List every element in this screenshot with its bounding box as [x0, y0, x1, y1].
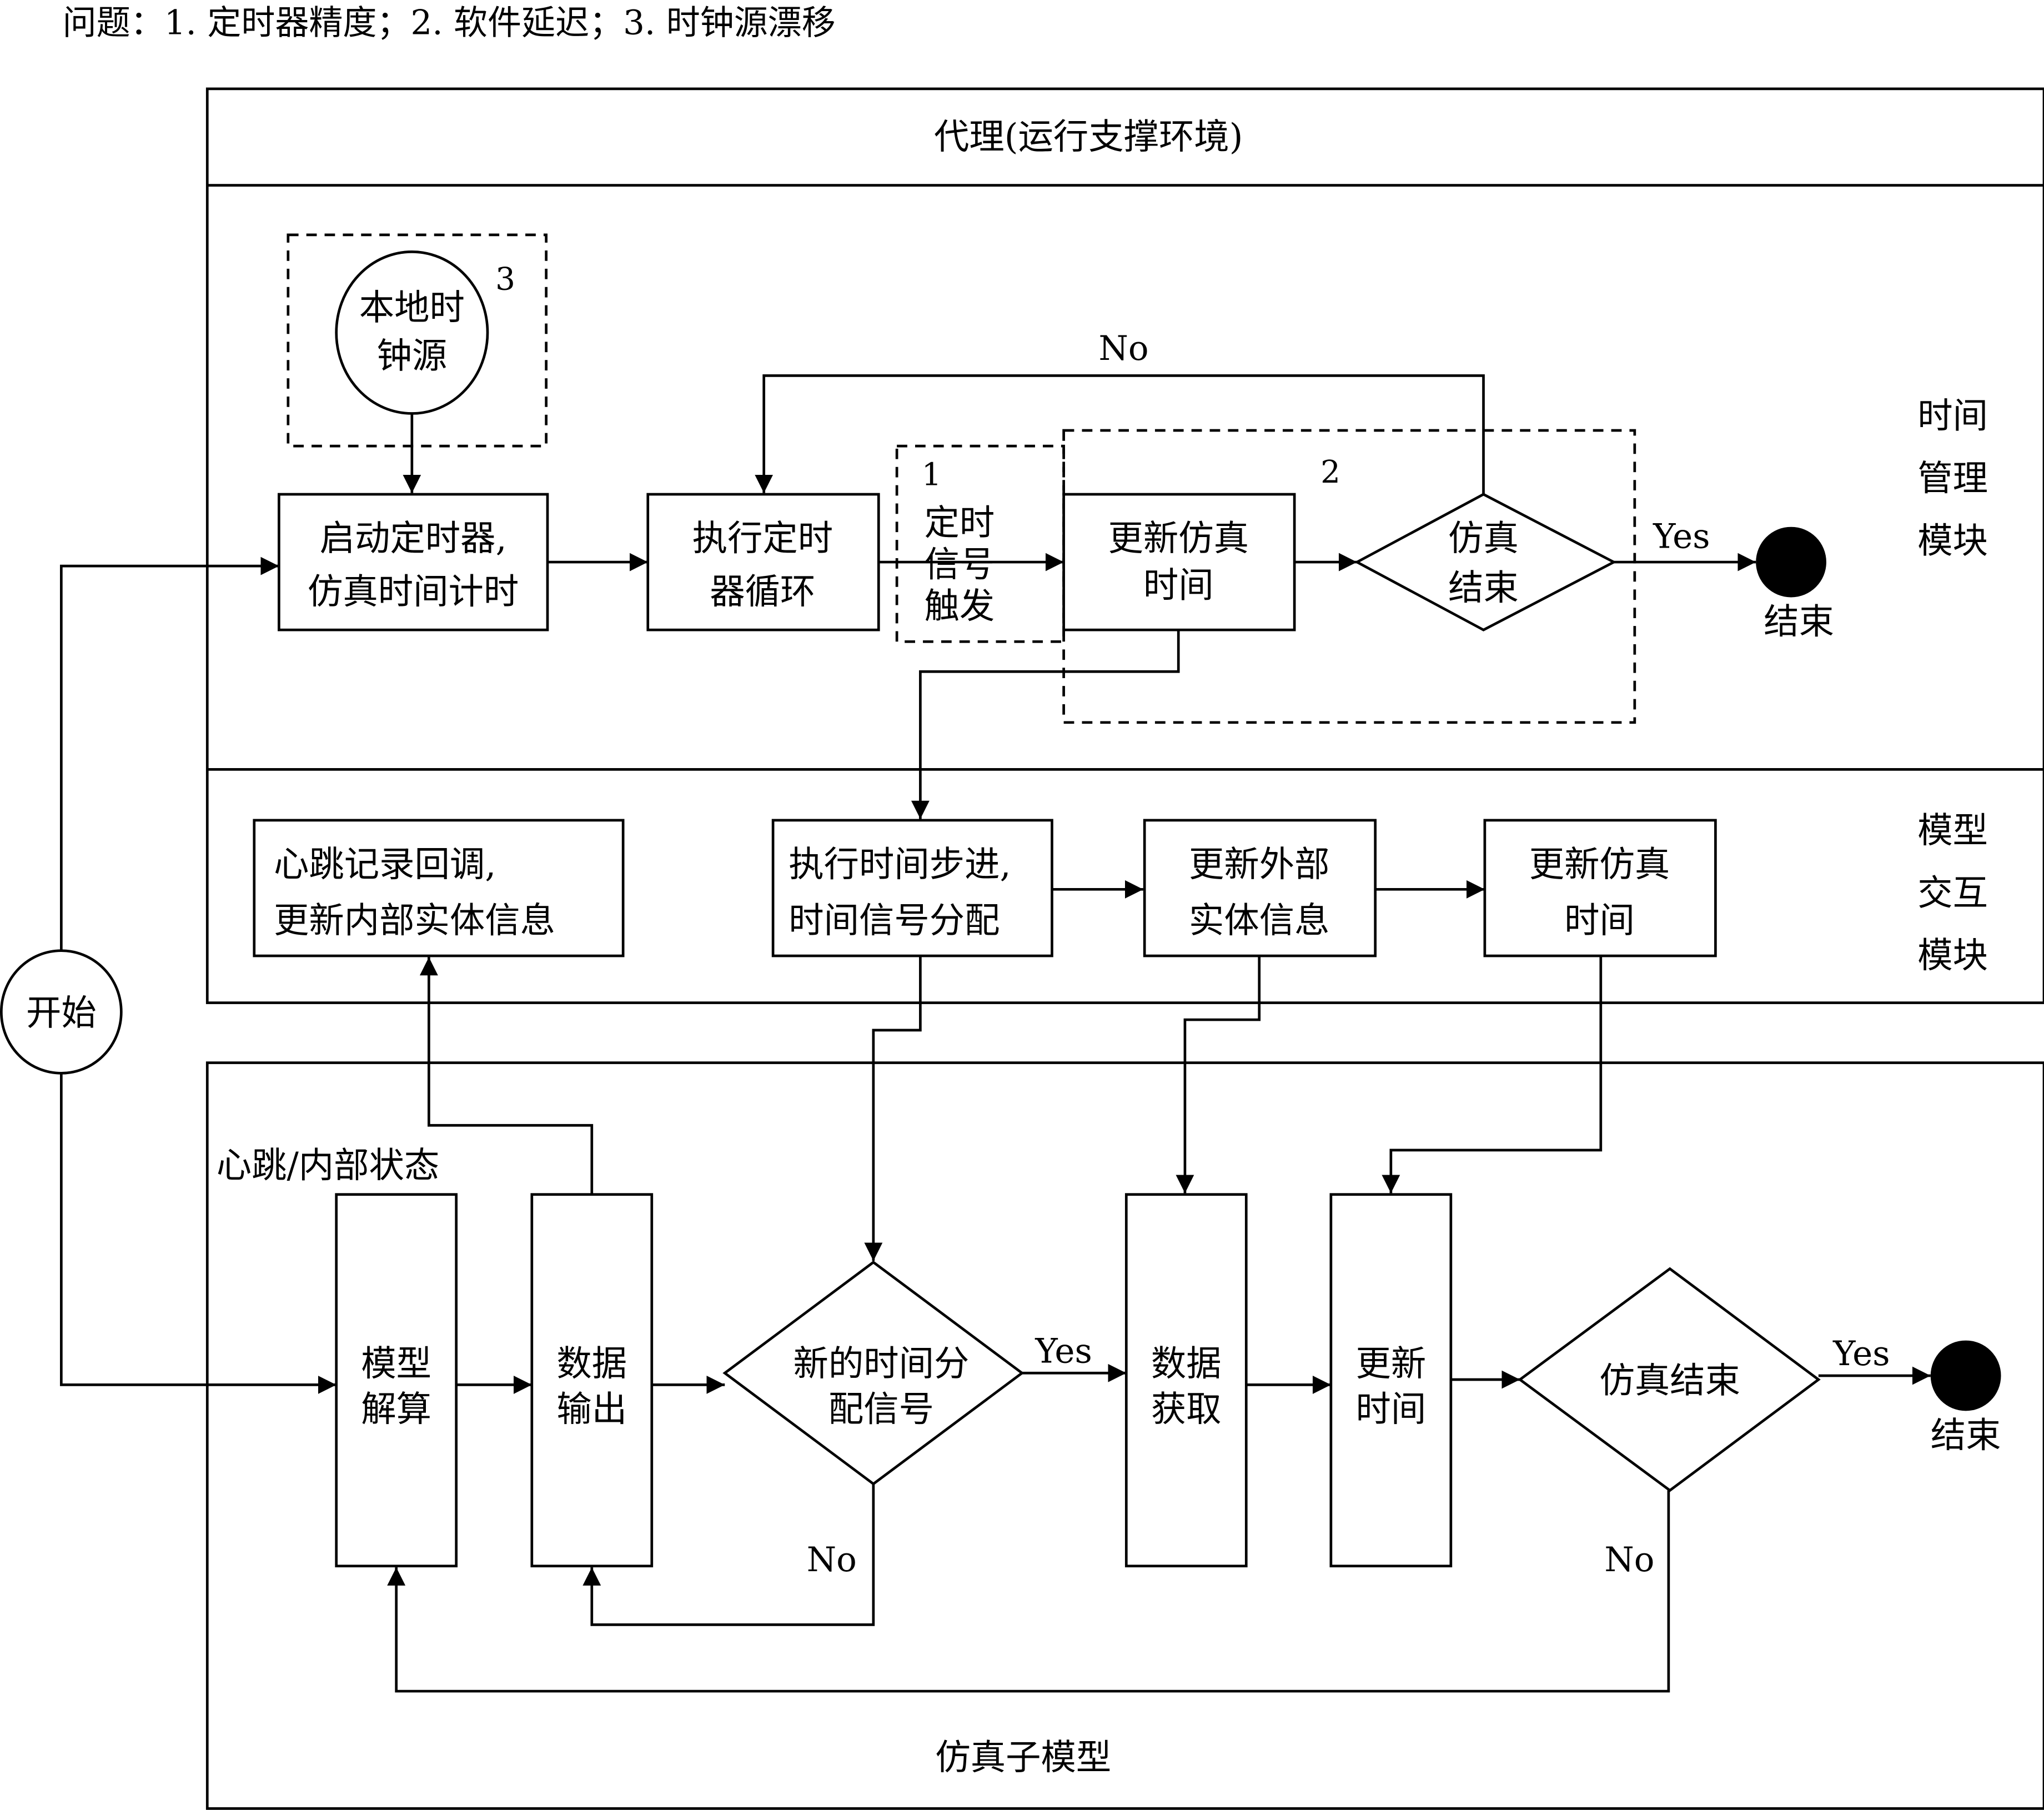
no-label-2: No	[1604, 1540, 1654, 1580]
no-label-1: No	[807, 1540, 857, 1580]
heartbeat-l1: 心跳记录回调,	[274, 844, 496, 885]
end-label-bottom: 结束	[1931, 1415, 2001, 1456]
acquire-box[interactable]	[1124, 1193, 1248, 1568]
update-l2: 时间	[1355, 1388, 1426, 1430]
output-l2: 输出	[556, 1388, 627, 1430]
lane-time-3: 模块	[1917, 520, 1988, 561]
update-sim-l2: 时间	[1564, 900, 1635, 941]
trigger-l3: 触发	[924, 585, 995, 626]
output-l1: 数据	[556, 1343, 627, 1384]
acquire-l1: 数据	[1151, 1343, 1222, 1384]
step-l2: 时间信号分配	[789, 900, 1000, 941]
sim-end-l2: 结束	[1448, 567, 1519, 608]
heartbeat-box[interactable]	[253, 819, 625, 957]
start-timer-l2: 仿真时间计时	[308, 571, 519, 612]
problem-title: 问题：1. 定时器精度；2. 软件延迟；3. 时钟源漂移	[63, 3, 836, 42]
update-sim-box[interactable]	[1483, 819, 1717, 957]
marker-3: 3	[495, 261, 515, 297]
end-label-top: 结束	[1764, 601, 1834, 642]
start-timer-box[interactable]	[278, 493, 549, 631]
clock-label-1: 本地时	[359, 287, 465, 328]
submodel-frame	[205, 1061, 2044, 1810]
lane-time-2: 管理	[1917, 458, 1988, 499]
clock-dashed-box	[287, 233, 548, 448]
update-sim-l1: 更新仿真	[1529, 844, 1670, 885]
update-box[interactable]	[1329, 1193, 1453, 1568]
solve-l2: 解算	[361, 1388, 431, 1430]
heartbeat-l2: 更新内部实体信息	[274, 900, 555, 941]
yes-label-2: Yes	[1832, 1334, 1890, 1373]
update-l1: 更新	[1355, 1343, 1426, 1384]
solve-box[interactable]	[335, 1193, 458, 1568]
update-ext-box[interactable]	[1143, 819, 1377, 957]
output-box[interactable]	[530, 1193, 654, 1568]
heartbeat-state-label: 心跳/内部状态	[217, 1145, 440, 1186]
update-ext-l1: 更新外部	[1189, 844, 1330, 885]
start-timer-l1: 启动定时器,	[320, 518, 507, 559]
lane-model-1: 模型	[1917, 810, 1988, 851]
agent-frame	[205, 87, 2044, 1004]
update-time-l2: 时间	[1143, 564, 1214, 605]
step-box[interactable]	[771, 819, 1053, 957]
clock-label-2: 钟源	[376, 335, 447, 376]
new-signal-l2: 配信号	[828, 1388, 934, 1430]
trigger-l2: 信号	[924, 544, 995, 585]
update-time-l1: 更新仿真	[1108, 518, 1249, 559]
yes-label-1: Yes	[1034, 1331, 1092, 1371]
update-time-box[interactable]	[1062, 493, 1296, 631]
lane-model-3: 模块	[1917, 935, 1988, 976]
start-label: 开始	[26, 992, 97, 1033]
step-l1: 执行时间步进,	[789, 844, 1011, 885]
sim-end-l1: 仿真	[1448, 518, 1519, 559]
sim-end-bottom-label: 仿真结束	[1599, 1360, 1740, 1401]
end-node-bottom	[1930, 1340, 2001, 1411]
timer-loop-box[interactable]	[646, 493, 880, 631]
timer-loop-l2: 器循环	[710, 571, 815, 612]
yes-label-top: Yes	[1653, 517, 1710, 556]
lane-model-2: 交互	[1917, 873, 1988, 914]
agent-header: 代理(运行支撑环境)	[934, 116, 1243, 157]
update-ext-l2: 实体信息	[1189, 900, 1330, 941]
acquire-l2: 获取	[1151, 1388, 1222, 1430]
end-node-top	[1756, 527, 1826, 598]
lane-time-1: 时间	[1917, 395, 1988, 436]
new-signal-l1: 新的时间分	[794, 1343, 970, 1384]
no-label-top: No	[1099, 329, 1149, 368]
submodel-label: 仿真子模型	[935, 1737, 1111, 1778]
sim-end-decision[interactable]	[1354, 493, 1617, 631]
timer-loop-l1: 执行定时	[692, 518, 833, 559]
trigger-l1: 定时	[924, 502, 995, 543]
marker-2: 2	[1320, 454, 1340, 490]
marker-1: 1	[922, 457, 942, 493]
solve-l1: 模型	[361, 1343, 431, 1384]
clock-source[interactable]	[335, 250, 489, 415]
